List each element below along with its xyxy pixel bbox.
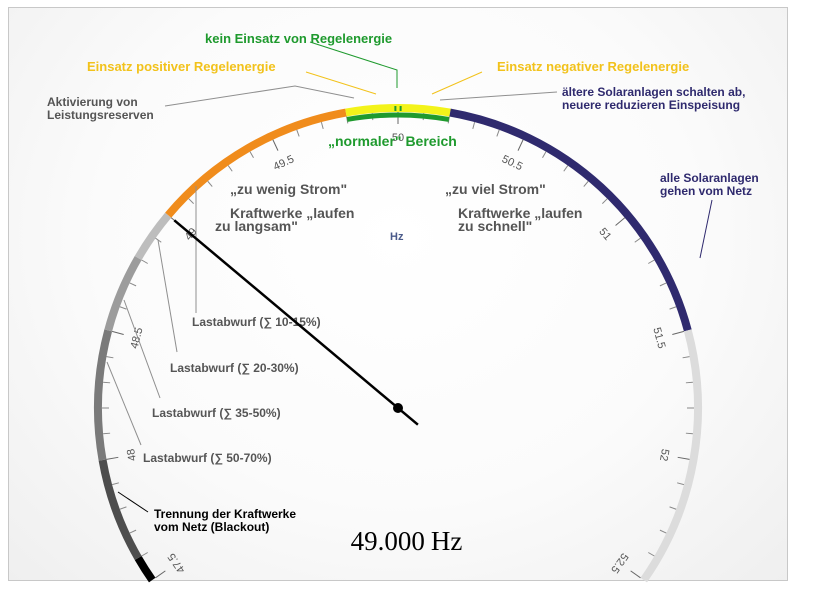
minor-tick (677, 482, 685, 486)
minor-tick (685, 381, 693, 384)
minor-tick (141, 259, 148, 264)
normal-range-arc (346, 112, 450, 122)
minor-tick (320, 121, 324, 129)
leader-solar-old (439, 91, 558, 101)
major-tick (272, 139, 279, 151)
tick-label: 48.5 (129, 326, 146, 350)
label-reserve: Aktivierung von Leistungsreserven (47, 95, 154, 122)
gauge-band-0 (134, 555, 156, 583)
minor-tick (472, 121, 476, 129)
minor-tick (111, 482, 119, 486)
tick-label: 52 (657, 448, 671, 462)
gauge-band-8 (640, 329, 702, 583)
label-load-shedding-4: Lastabwurf (∑ 50-70%) (143, 451, 272, 465)
tick-label: 50.5 (500, 153, 524, 173)
gauge-band-2 (94, 329, 113, 461)
minor-tick (129, 282, 137, 287)
gauge-unit-label: Hz (390, 231, 404, 243)
label-no-control: kein Einsatz von Regelenergie (205, 31, 392, 46)
minor-tick (669, 306, 677, 310)
leader-shed3 (123, 299, 161, 399)
needle-pivot (393, 403, 403, 413)
minor-tick (119, 506, 127, 510)
tick-label: 51.5 (650, 326, 667, 350)
tick-label: 50 (392, 132, 404, 144)
label-too-much-power: „zu viel Strom" Kraftwerke „laufen zu sc… (445, 181, 586, 234)
minor-tick (648, 552, 655, 557)
minor-tick (659, 282, 667, 287)
gauge-band-6 (345, 104, 451, 117)
minor-tick (103, 432, 111, 435)
gauge-band-3 (104, 256, 142, 332)
leader-no-control (309, 41, 398, 88)
label-negative-control: Einsatz negativer Regelenergie (497, 59, 689, 74)
minor-tick (249, 151, 254, 158)
major-tick (106, 456, 119, 460)
major-tick (155, 570, 166, 579)
minor-tick (188, 198, 194, 204)
minor-tick (207, 180, 213, 187)
minor-tick (583, 180, 589, 187)
leader-shed2 (157, 239, 178, 353)
leader-blackout (117, 491, 149, 513)
label-blackout: Trennung der Kraftwerke vom Netz (Blacko… (154, 507, 299, 534)
minor-tick (106, 356, 114, 359)
minor-tick (227, 165, 233, 172)
tick-label: 49.5 (272, 153, 296, 173)
major-tick (517, 139, 524, 151)
leader-shed4 (106, 361, 142, 446)
major-tick (630, 570, 641, 579)
major-tick (677, 456, 690, 460)
readout-value: 49.000 (350, 526, 425, 556)
major-tick (111, 330, 124, 335)
tick-label: 51 (596, 226, 613, 243)
label-solar-all: alle Solaranlagen gehen vom Netz (660, 171, 762, 198)
major-tick (672, 330, 685, 335)
annotation-leaders (106, 41, 713, 513)
gauge-bands (94, 104, 702, 583)
gauge-needle (173, 219, 419, 426)
minor-tick (602, 198, 608, 204)
label-too-little-power: „zu wenig Strom" Kraftwerke „laufen zu l… (215, 181, 358, 234)
minor-tick (669, 506, 677, 510)
leader-solar-all (699, 199, 713, 259)
gauge-band-7 (449, 108, 692, 332)
tick-label: 48 (125, 448, 139, 462)
minor-tick (648, 259, 655, 264)
minor-tick (659, 529, 667, 534)
minor-tick (685, 432, 693, 435)
normal-range-band (346, 106, 450, 122)
annotations: kein Einsatz von Regelenergie Einsatz po… (47, 31, 762, 534)
minor-tick (682, 356, 690, 359)
minor-tick (103, 381, 111, 384)
leader-negative (431, 71, 483, 95)
label-load-shedding-1: Lastabwurf (∑ 10-15%) (192, 315, 321, 329)
needle-line (173, 219, 419, 426)
minor-tick (496, 129, 500, 137)
minor-tick (563, 165, 569, 172)
label-load-shedding-2: Lastabwurf (∑ 20-30%) (170, 361, 299, 375)
gauge-panel (8, 7, 788, 581)
minor-tick (129, 529, 137, 534)
minor-tick (119, 306, 127, 310)
gauge-band-5 (165, 108, 347, 218)
gauge-band-4 (134, 212, 172, 261)
label-normal-range: „normaler" Bereich (328, 133, 457, 149)
minor-tick (141, 552, 148, 557)
leader-reserve (164, 85, 355, 107)
readout-unit: Hz (430, 526, 463, 556)
major-tick (615, 217, 626, 226)
minor-tick (634, 237, 641, 243)
gauge-band-1 (98, 459, 142, 560)
minor-tick (296, 129, 300, 137)
label-positive-control: Einsatz positiver Regelenergie (87, 59, 276, 74)
label-load-shedding-3: Lastabwurf (∑ 35-50%) (152, 406, 281, 420)
leader-positive (305, 71, 377, 95)
minor-tick (542, 151, 547, 158)
label-solar-old: ältere Solaranlagen schalten ab, neuere … (562, 85, 749, 112)
